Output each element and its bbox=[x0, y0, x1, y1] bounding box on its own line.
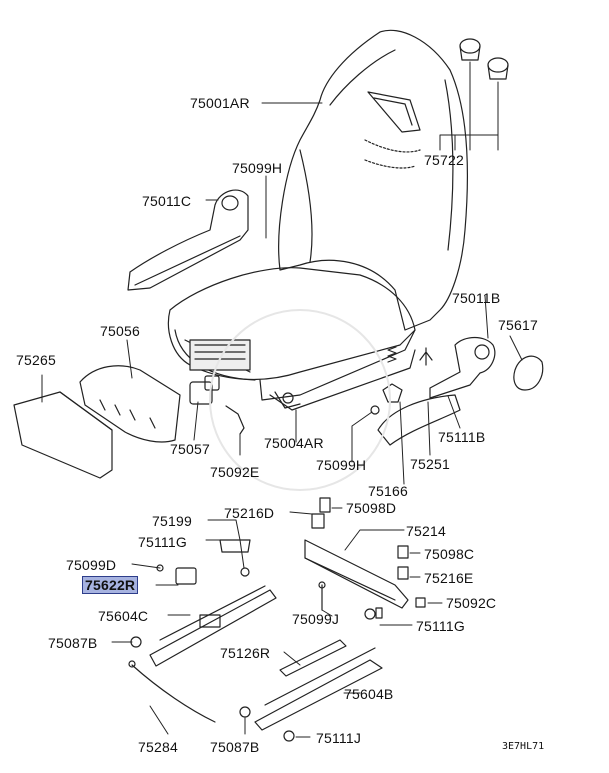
part-label-75099J[interactable]: 75099J bbox=[292, 611, 340, 627]
part-label-75011B[interactable]: 75011B bbox=[452, 290, 501, 306]
part-label-75092E[interactable]: 75092E bbox=[210, 464, 260, 480]
part-label-75199[interactable]: 75199 bbox=[152, 513, 192, 529]
side-cover-left bbox=[127, 189, 249, 291]
part-label-75011C[interactable]: 75011C bbox=[142, 193, 192, 209]
part-label-75087B-bottom[interactable]: 75087B bbox=[210, 739, 260, 755]
leader-lines bbox=[41, 61, 523, 738]
spring-parts bbox=[370, 346, 403, 415]
part-label-75251[interactable]: 75251 bbox=[410, 456, 450, 472]
part-label-75617[interactable]: 75617 bbox=[498, 317, 538, 333]
part-label-75166[interactable]: 75166 bbox=[368, 483, 408, 499]
part-label-75111J[interactable]: 75111J bbox=[316, 730, 362, 746]
part-label-75057[interactable]: 75057 bbox=[170, 441, 210, 457]
part-label-75604B[interactable]: 75604B bbox=[344, 686, 394, 702]
headrest-caps bbox=[459, 38, 509, 80]
part-label-75216E[interactable]: 75216E bbox=[424, 570, 474, 586]
part-label-75087B-left[interactable]: 75087B bbox=[48, 635, 98, 651]
part-label-75604C[interactable]: 75604C bbox=[98, 608, 149, 624]
part-label-75001AR[interactable]: 75001AR bbox=[190, 95, 250, 111]
part-label-75126R[interactable]: 75126R bbox=[220, 645, 271, 661]
part-label-75004AR[interactable]: 75004AR bbox=[264, 435, 324, 451]
knob-75617 bbox=[513, 355, 544, 391]
knob-75057 bbox=[189, 375, 220, 405]
part-label-75265[interactable]: 75265 bbox=[16, 352, 56, 368]
part-label-75099H-lower[interactable]: 75099H bbox=[316, 457, 367, 473]
seat-cushion-drawing bbox=[167, 267, 416, 401]
rear-cover bbox=[79, 365, 181, 443]
part-label-75622R-highlighted[interactable]: 75622R bbox=[82, 576, 139, 594]
part-label-75099H-upper[interactable]: 75099H bbox=[232, 160, 283, 176]
part-label-75214[interactable]: 75214 bbox=[406, 523, 446, 539]
part-label-75722[interactable]: 75722 bbox=[424, 152, 464, 168]
side-cover-right bbox=[419, 336, 496, 399]
part-label-75216D[interactable]: 75216D bbox=[224, 505, 275, 521]
part-label-75092C[interactable]: 75092C bbox=[446, 595, 497, 611]
pad-75265 bbox=[13, 391, 113, 479]
part-label-75056[interactable]: 75056 bbox=[100, 323, 140, 339]
part-label-75284[interactable]: 75284 bbox=[138, 739, 178, 755]
part-label-75111B[interactable]: 75111B bbox=[438, 429, 486, 445]
part-label-75099D[interactable]: 75099D bbox=[66, 557, 117, 573]
trim-75111B bbox=[377, 394, 461, 446]
part-label-75098D[interactable]: 75098D bbox=[346, 500, 397, 516]
part-label-75098C[interactable]: 75098C bbox=[424, 546, 475, 562]
rail-assembly bbox=[128, 497, 426, 742]
diagram-code: 3E7HL71 bbox=[502, 741, 545, 752]
part-label-75111G-lower[interactable]: 75111G bbox=[416, 618, 465, 634]
seat-frame-drawing bbox=[269, 349, 416, 411]
part-label-75111G-upper[interactable]: 75111G bbox=[138, 534, 187, 550]
seat-back-drawing bbox=[278, 29, 468, 331]
clip-75092E bbox=[225, 405, 245, 435]
